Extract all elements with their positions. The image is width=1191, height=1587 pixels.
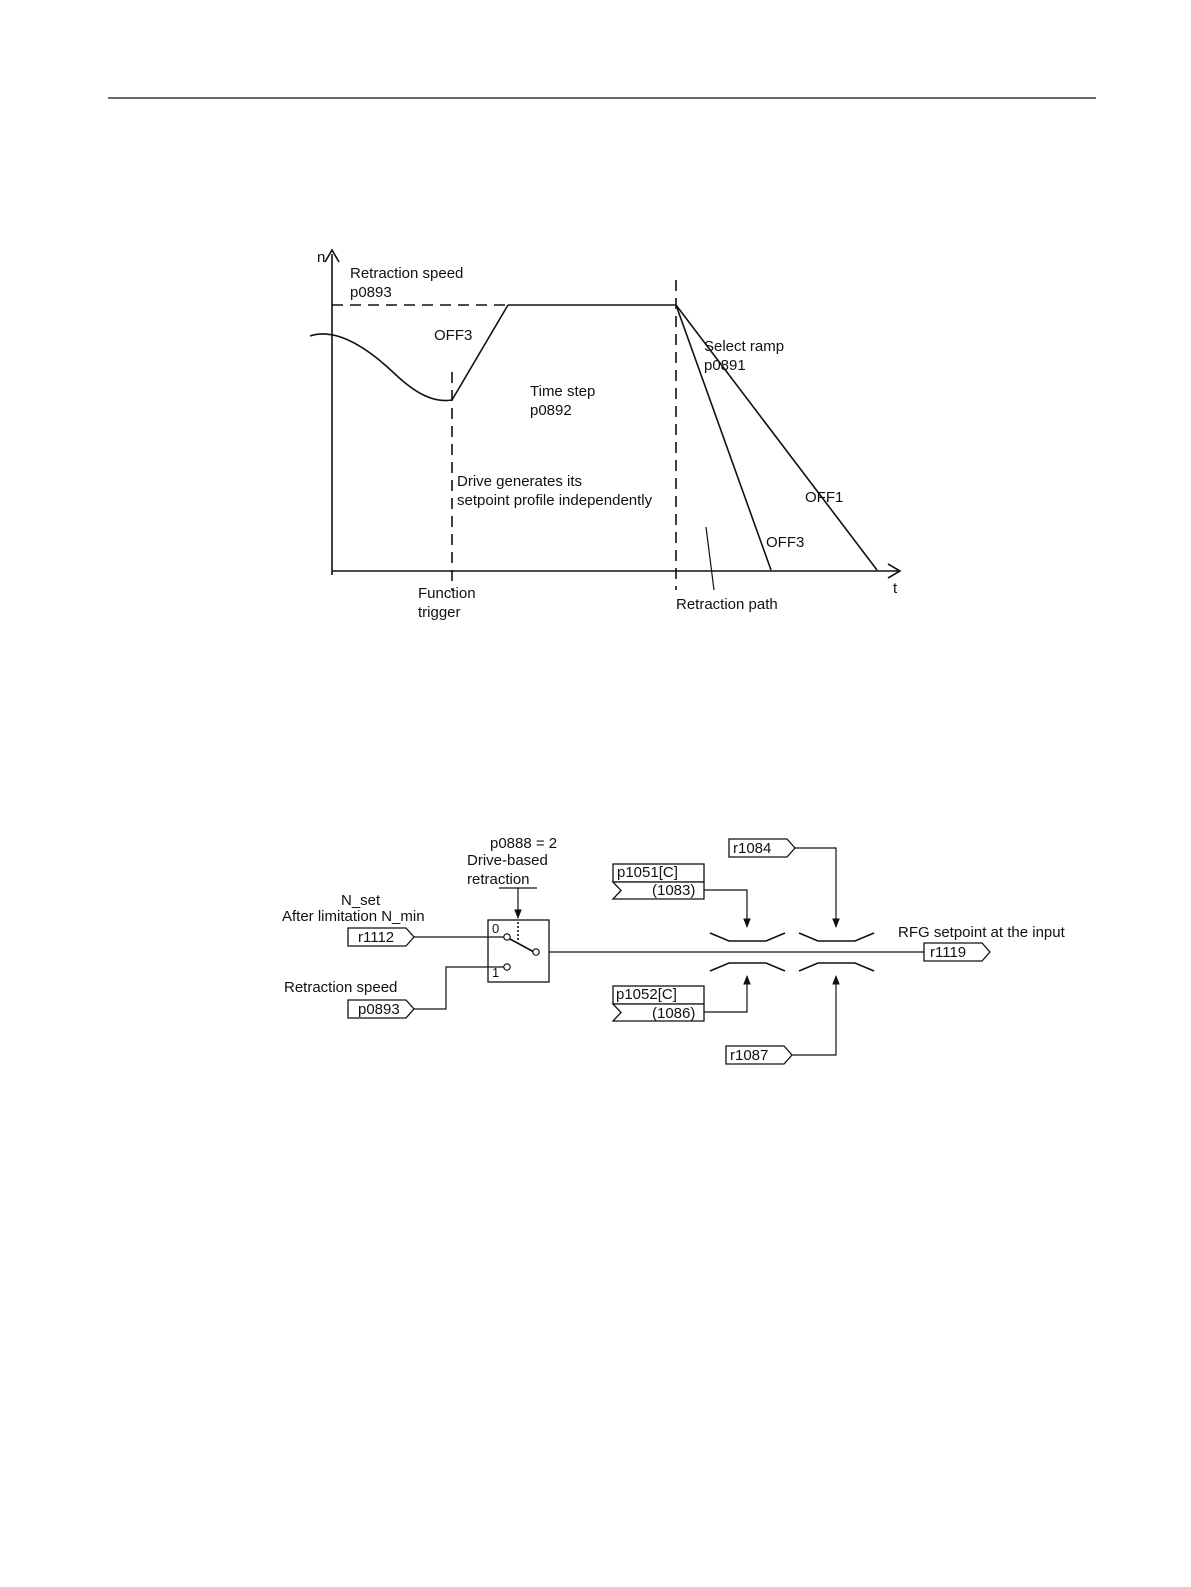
- p1051-label: p1051[C]: [617, 864, 678, 881]
- off3-ramp-down-line: [675, 304, 772, 571]
- retraction-block-diagram: p0888 = 2 Drive-based retraction 0 1 N_s…: [282, 835, 1066, 1065]
- retraction-speed-param: p0893: [350, 284, 392, 301]
- off3-ramp-up-line: [451, 304, 509, 401]
- selector-title-line1: Drive-based: [467, 852, 548, 869]
- function-trigger-label-line2: trigger: [418, 604, 461, 621]
- y-axis-arrow-icon: [324, 248, 340, 263]
- select-ramp-param: p0891: [704, 357, 746, 374]
- time-step-label: Time step: [530, 383, 595, 400]
- drive-generates-text-line2: setpoint profile independently: [457, 492, 653, 509]
- wire-p1052-to-limiter: [704, 975, 751, 1013]
- output-r1119-label: r1119: [930, 944, 966, 961]
- drive-generates-text-line1: Drive generates its: [457, 473, 582, 490]
- input-p0893-label: p0893: [358, 1001, 400, 1018]
- limiter-1-lower: [709, 962, 786, 972]
- p1051-value: (1083): [652, 882, 695, 899]
- p1052-label: p1052[C]: [616, 986, 677, 1003]
- off3-ramp-down-label: OFF3: [766, 534, 804, 551]
- speed-curve-before-trigger: [309, 333, 453, 402]
- switch-pos-0-label: 0: [492, 921, 499, 936]
- selector-title-line2: retraction: [467, 871, 530, 888]
- wire-p0893-to-switch: [414, 966, 504, 1010]
- switch-output-contact: [532, 948, 540, 956]
- retraction-path-pointer: [705, 526, 715, 591]
- p1051-value-connector: [611, 881, 705, 900]
- retraction-path-label: Retraction path: [676, 596, 778, 613]
- retraction-speed-profile-diagram: n t Retraction speed p0893 OFF3 Time ste…: [309, 248, 902, 621]
- function-trigger-label-line1: Function: [418, 585, 476, 602]
- limiter-2-upper: [798, 932, 875, 942]
- p1052-value: (1086): [652, 1005, 695, 1022]
- limiter-1-upper: [709, 932, 786, 942]
- select-ramp-label: Select ramp: [704, 338, 784, 355]
- retraction-speed-label: Retraction speed: [350, 265, 463, 282]
- r1087-label: r1087: [730, 1047, 768, 1064]
- off1-label: OFF1: [805, 489, 843, 506]
- p1052-value-connector: [611, 1003, 705, 1022]
- switch-contact-1: [503, 963, 511, 971]
- switch-pos-1-label: 1: [492, 965, 499, 980]
- switch-contact-arm: [509, 938, 535, 953]
- limiter-2-lower: [798, 962, 875, 972]
- input-r1112-label: r1112: [358, 929, 394, 946]
- output-label: RFG setpoint at the input: [898, 924, 1066, 941]
- wire-r1087-to-limiter: [792, 975, 840, 1056]
- off3-ramp-up-label: OFF3: [434, 327, 472, 344]
- time-step-param: p0892: [530, 402, 572, 419]
- wire-p1051-to-limiter: [704, 889, 751, 928]
- y-axis-label: n: [317, 249, 325, 266]
- off1-ramp-down-line: [675, 304, 878, 571]
- selector-param-label: p0888 = 2: [490, 835, 557, 852]
- switch-contact-0: [503, 933, 511, 941]
- wire-r1084-to-limiter: [795, 847, 840, 928]
- r1084-label: r1084: [733, 840, 771, 857]
- x-axis-arrow-icon: [887, 563, 902, 579]
- input-connector-r1112: [347, 927, 415, 947]
- x-axis-label: t: [893, 580, 898, 597]
- nset-label: N_set: [341, 892, 381, 909]
- input-connector-p0893: [347, 999, 415, 1019]
- r1084-connector: [728, 838, 796, 858]
- retraction-speed-input-label: Retraction speed: [284, 979, 397, 996]
- nset-sublabel: After limitation N_min: [282, 908, 425, 925]
- r1087-connector: [725, 1045, 793, 1065]
- output-connector-r1119: [923, 942, 991, 962]
